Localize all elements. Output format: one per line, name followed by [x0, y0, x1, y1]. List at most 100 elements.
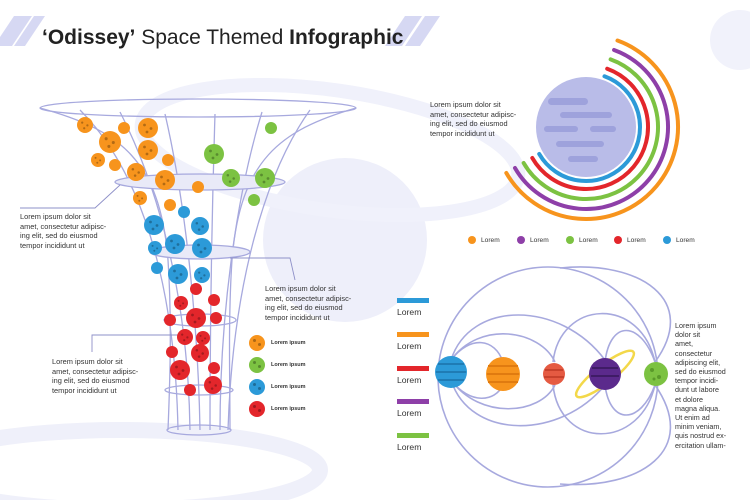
ball-crater — [232, 177, 235, 180]
ball-crater — [199, 334, 202, 337]
ball-crater — [181, 333, 184, 336]
red-ball — [190, 283, 202, 295]
connector-line — [20, 184, 121, 209]
ball-crater — [203, 274, 206, 277]
arc-planet — [536, 77, 636, 177]
orbit-arc — [521, 57, 660, 201]
text-line: ing elit, sed do eiusmod — [52, 376, 130, 386]
ball-crater — [201, 352, 204, 355]
ball-crater — [186, 336, 189, 339]
funnel-balls — [77, 117, 277, 396]
funnel-legend-label: Lorem ipsum — [271, 340, 306, 346]
ball-crater — [138, 199, 141, 202]
text-line: ing elit, sed do eiusmod — [20, 231, 98, 241]
bar-legend-item: Lorem — [397, 399, 429, 418]
text-line: ercitation ullam- — [675, 440, 726, 450]
text-line: tempor incididunt ut — [265, 312, 330, 322]
color-bar — [397, 433, 429, 438]
orange-ball — [91, 153, 105, 167]
ball-crater — [173, 269, 176, 273]
text-line: amet, consectetur adipisc- — [265, 293, 352, 303]
ball-crater — [160, 175, 163, 179]
ball-crater — [193, 320, 197, 324]
orange-ball — [155, 170, 175, 190]
orange-planet-icon — [249, 335, 265, 351]
text-line: amet, — [675, 339, 693, 349]
ball-crater — [228, 180, 232, 183]
funnel-text-right: Lorem ipsum dolor sit amet, consectetur … — [265, 284, 351, 322]
connector-line — [230, 257, 296, 281]
ball-crater — [177, 299, 180, 302]
funnel-text-bottom: Lorem ipsum dolor sit amet, consectetur … — [52, 357, 138, 395]
orbit-arcs — [504, 38, 680, 221]
blue-ball — [191, 217, 209, 235]
planet-stripes — [544, 98, 616, 162]
text-line: amet, consectetur adipisc- — [20, 221, 107, 231]
funnel-strand — [227, 109, 311, 431]
ball-crater — [133, 174, 137, 177]
orange-ball — [162, 154, 174, 166]
text-line: magna aliqua. — [675, 403, 721, 413]
blue-ball — [192, 238, 212, 258]
ball-crater — [211, 156, 215, 160]
ball-crater — [81, 121, 84, 124]
text-line: ing elit, sed do eiusmod — [430, 119, 508, 129]
ball-crater — [145, 130, 149, 134]
ball-crater — [260, 173, 263, 177]
bar-legend-item: Lorem — [397, 332, 429, 351]
legend-label: Lorem — [481, 236, 500, 244]
connector-line — [91, 334, 180, 352]
text-line: tempor incidi- — [675, 376, 719, 386]
bar-legend-label: Lorem — [397, 442, 422, 452]
ball-crater — [195, 349, 199, 352]
ball-crater — [155, 224, 159, 227]
orange-ball — [138, 118, 158, 138]
blue-planet-icon — [249, 379, 265, 395]
planet-orange — [486, 357, 520, 391]
planet-red — [543, 363, 565, 385]
green-ball — [265, 122, 277, 134]
bar-legend-item: Lorem — [397, 298, 429, 317]
green-ball — [222, 169, 240, 187]
bar-legend-label: Lorem — [397, 408, 422, 418]
funnel-connectors — [20, 184, 296, 352]
orbit-curve — [552, 312, 656, 363]
bar-legend-label: Lorem — [397, 375, 422, 385]
bar-legend-label: Lorem — [397, 307, 422, 317]
title-middle: Space Themed — [141, 26, 284, 49]
ball-crater — [181, 369, 185, 372]
ball-crater — [183, 339, 186, 342]
text-line: Ut enim ad — [675, 413, 710, 423]
planet-stripe — [560, 112, 612, 118]
blue-ball — [165, 234, 185, 254]
ball-crater — [197, 243, 200, 247]
ball-crater — [226, 174, 230, 177]
legend-label: Lorem — [676, 236, 695, 244]
legend-label: Lorem — [530, 236, 549, 244]
red-ball — [208, 362, 220, 374]
planet-shading — [591, 367, 619, 377]
orange-ball — [138, 140, 158, 160]
text-line: Lorem ipsum dolor sit — [20, 212, 91, 221]
ball-crater — [204, 337, 207, 340]
title-end: Infographic — [289, 26, 404, 49]
ball-crater — [203, 247, 207, 250]
text-line: Lorem ipsum dolor sit — [430, 100, 501, 109]
orbit-curve — [604, 329, 656, 363]
orange-ball — [99, 131, 121, 153]
ball-crater — [200, 277, 203, 280]
corner-stripes-left — [0, 16, 45, 46]
blue-ball — [148, 241, 162, 255]
text-line: Lorem ipsum dolor sit — [52, 357, 123, 366]
text-line: quis nostrud ex- — [675, 431, 727, 441]
background-swoosh — [0, 422, 328, 500]
solar-text: Lorem ipsum dolor sit amet, consectetur … — [675, 321, 726, 450]
color-bar — [397, 366, 429, 371]
bar-legend-item: Lorem — [397, 433, 429, 452]
blue-ball — [151, 262, 163, 274]
color-bar — [397, 399, 429, 404]
funnel-legend-item: Lorem ipsum — [249, 335, 306, 351]
orbit-curve — [450, 314, 606, 361]
background-planet-corner — [710, 10, 750, 70]
ball-crater — [201, 225, 204, 228]
